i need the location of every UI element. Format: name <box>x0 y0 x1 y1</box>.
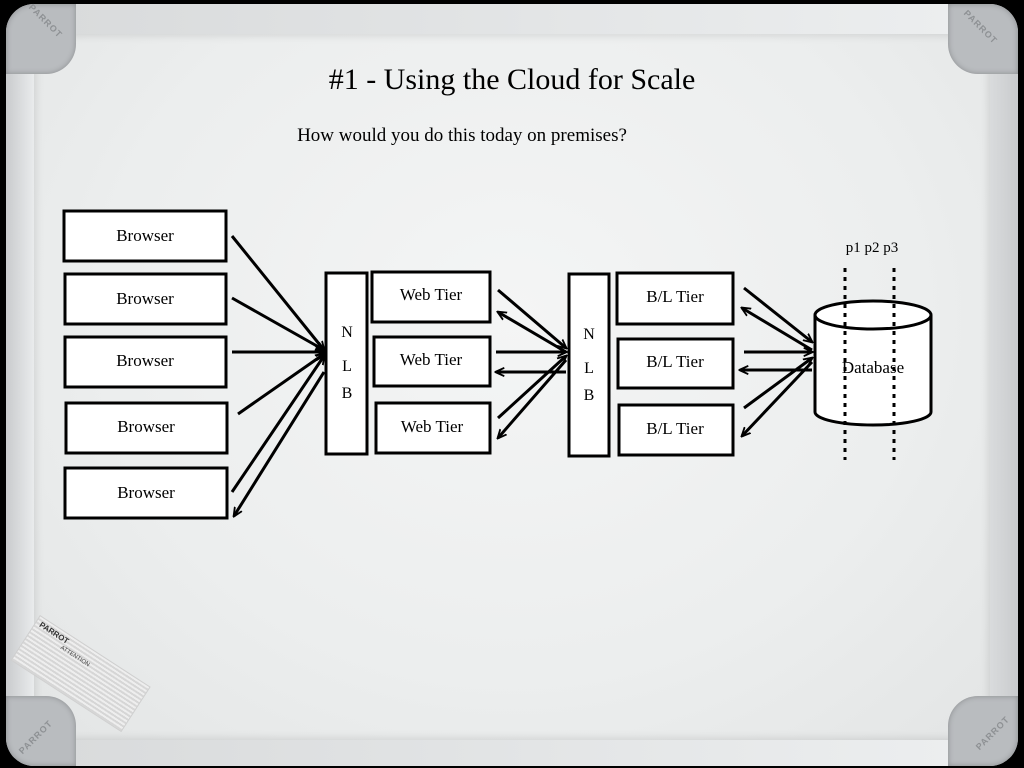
browser-label: Browser <box>116 351 174 370</box>
frame-corner-bottom-right <box>948 696 1018 766</box>
nlb-letter: L <box>584 360 594 377</box>
web-tier-label: Web Tier <box>400 350 463 369</box>
nlb-letter: N <box>583 326 595 343</box>
arrow <box>234 371 326 516</box>
arrow <box>743 286 812 342</box>
nlb-box-back <box>567 272 611 458</box>
arrow <box>237 354 324 416</box>
nlb-letter: B <box>584 387 595 404</box>
frame-corner-top-left <box>6 4 76 74</box>
nlb-letter: L <box>342 358 352 375</box>
arrow <box>231 296 324 350</box>
arrow <box>742 308 813 352</box>
database-label: Database <box>842 358 904 377</box>
browser-box <box>64 401 229 455</box>
web-tier-box <box>374 401 492 455</box>
bl-tier-box <box>615 271 735 326</box>
arrow <box>497 288 566 348</box>
frame-corner-bottom-left <box>6 696 76 766</box>
web-tier-label: Web Tier <box>401 417 464 436</box>
nlb-letter: B <box>342 385 353 402</box>
browser-label: Browser <box>116 289 174 308</box>
web-tier-box <box>370 270 492 324</box>
bl-to-database-arrows <box>740 286 814 436</box>
bl-tier-label: B/L Tier <box>646 352 704 371</box>
nlb-box-front <box>324 271 369 456</box>
nlb-letter: N <box>341 324 353 341</box>
web-tier-label: Web Tier <box>400 285 463 304</box>
partition-label: p1 p2 p3 <box>846 240 899 256</box>
browser-box <box>63 272 228 326</box>
arrow <box>496 356 566 420</box>
bl-tier-label: B/L Tier <box>646 419 704 438</box>
arrow <box>743 358 812 410</box>
bl-tier-box <box>616 337 735 390</box>
arrow <box>230 356 324 493</box>
bl-tier-label: B/L Tier <box>646 287 704 306</box>
arrow <box>742 360 814 436</box>
database-top <box>813 299 933 331</box>
web-to-nlb-arrows <box>496 288 568 438</box>
arrow <box>498 359 568 438</box>
browser-box <box>62 209 228 263</box>
page-title: #1 - Using the Cloud for Scale <box>329 63 696 96</box>
browser-box <box>63 466 229 520</box>
arrow <box>498 312 567 354</box>
database-cylinder: Database <box>813 299 933 427</box>
arrow <box>230 235 324 350</box>
frame-corner-top-right <box>948 4 1018 74</box>
bl-tier-box <box>617 403 735 457</box>
web-tier-box <box>372 335 492 388</box>
bl-tier-column: B/L Tier B/L Tier B/L Tier <box>615 271 735 457</box>
browser-label: Browser <box>117 417 175 436</box>
browser-to-nlb-arrows <box>230 235 326 516</box>
web-tier-column: Web Tier Web Tier Web Tier <box>370 270 492 455</box>
browser-label: Browser <box>116 226 174 245</box>
page-subtitle: How would you do this today on premises? <box>297 125 627 146</box>
browser-column: Browser Browser Browser Browser Browser <box>62 209 229 520</box>
browser-label: Browser <box>117 483 175 502</box>
browser-box <box>63 335 228 389</box>
